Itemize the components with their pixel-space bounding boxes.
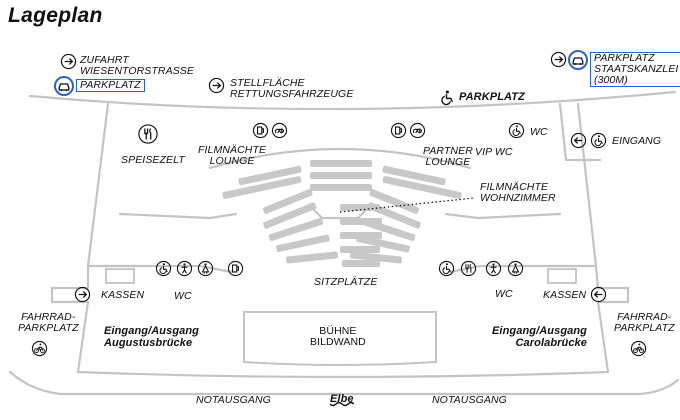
person-icon (507, 260, 524, 277)
label-augustusbruecke: Eingang/Ausgang Augustusbrücke (104, 325, 199, 349)
bicycle-icon (630, 340, 647, 357)
wheelchair-icon (438, 89, 455, 106)
label-eingang: EINGANG (612, 135, 662, 147)
arrow-right-icon (550, 51, 567, 68)
arrow-right-icon (74, 286, 91, 303)
arrow-left-icon (570, 132, 587, 149)
road-bottom (8, 370, 680, 396)
car-icon (568, 50, 588, 70)
wheelchair-icon (438, 260, 455, 277)
label-wohnzimmer: FILMNÄCHTE WOHNZIMMER (480, 181, 556, 204)
kasse-booth-left (105, 268, 135, 284)
beer-icon (390, 122, 407, 139)
label-parkplatz-center: PARKPLATZ (459, 91, 525, 103)
car-icon (54, 76, 74, 96)
label-wc-left: WC (174, 290, 192, 302)
bicycle-icon (31, 340, 48, 357)
beer-icon (252, 122, 269, 139)
page-title: Lageplan (8, 4, 103, 27)
label-notausgang-right: NOTAUSGANG (432, 394, 507, 406)
venue-outline (50, 102, 630, 379)
cutlery-icon (460, 260, 477, 277)
label-filmnaechte-lounge: FILMNÄCHTE LOUNGE (198, 144, 267, 167)
arrow-left-icon (590, 286, 607, 303)
person-icon (176, 260, 193, 277)
pretzel-icon (409, 122, 426, 139)
label-elbe: Elbe (330, 393, 354, 405)
label-wc-right: WC (495, 288, 513, 300)
person-icon (485, 260, 502, 277)
road-top (28, 90, 677, 111)
arrow-right-icon (60, 53, 77, 70)
label-partner-lounge: PARTNER LOUNGE (423, 145, 473, 168)
stage (243, 311, 437, 366)
arrow-right-icon (208, 77, 225, 94)
label-stellflaeche: STELLFLÄCHE RETTUNGSFAHRZEUGE (230, 77, 354, 100)
wheelchair-icon (590, 132, 607, 149)
label-kassen-left: KASSEN (101, 289, 145, 301)
label-speisezelt: SPEISEZELT (121, 154, 185, 166)
label-fahrrad-right: FAHRRAD- PARKPLATZ (614, 311, 675, 334)
pretzel-icon (271, 122, 288, 139)
label-notausgang-left: NOTAUSGANG (196, 394, 271, 406)
label-vip-wc: VIP WC (475, 146, 513, 158)
wheelchair-icon (508, 122, 525, 139)
label-parkplatz-right: PARKPLATZ STAATSKANZLEI (300M) (590, 52, 680, 87)
kasse-booth-right (547, 268, 577, 284)
label-buehne-bildwand: BÜHNE BILDWAND (310, 325, 366, 348)
label-fahrrad-left: FAHRRAD- PARKPLATZ (18, 311, 79, 334)
label-parkplatz-left: PARKPLATZ (76, 79, 145, 92)
label-carolabruecke: Eingang/Ausgang Carolabrücke (492, 325, 587, 349)
wheelchair-icon (155, 260, 172, 277)
label-sitzplaetze: SITZPLÄTZE (314, 276, 378, 288)
person-icon (197, 260, 214, 277)
label-kassen-right: KASSEN (543, 289, 587, 301)
cutlery-icon (138, 124, 158, 144)
label-wc-top: WC (530, 126, 548, 138)
seating (222, 160, 462, 267)
beer-icon (227, 260, 244, 277)
label-zufahrt: ZUFAHRT WIESENTORSTRASSE (80, 54, 195, 77)
